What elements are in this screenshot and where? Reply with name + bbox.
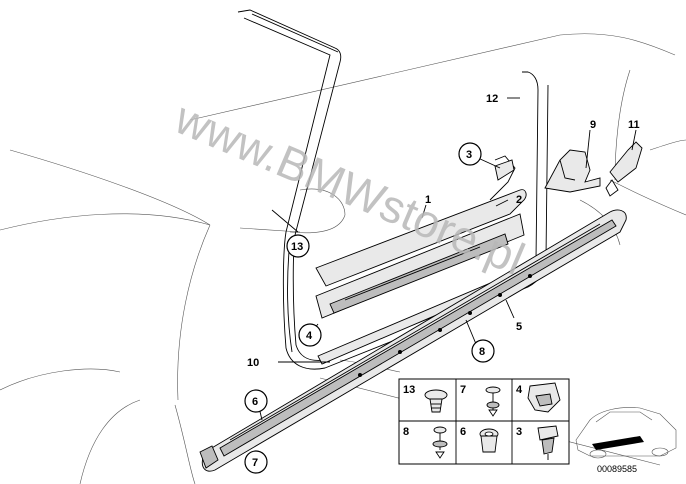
callout-1: 1 <box>425 194 431 206</box>
clip-nut-icon <box>527 382 561 413</box>
callout-11: 11 <box>628 119 640 131</box>
inset-label-6: 6 <box>460 426 466 438</box>
callout-12: 12 <box>486 93 498 105</box>
callout-6: 6 <box>252 396 258 408</box>
expanding-clip-icon <box>537 425 559 460</box>
inset-label-7: 7 <box>460 384 466 396</box>
callout-3: 3 <box>466 149 472 161</box>
callout-2: 2 <box>516 194 522 206</box>
callout-8: 8 <box>479 346 485 358</box>
callout-13: 13 <box>291 241 303 253</box>
bracket-part-9 <box>544 149 601 193</box>
push-clip-icon <box>424 389 448 413</box>
callout-7: 7 <box>252 457 258 469</box>
bracket-part-11 <box>605 141 643 197</box>
callout-5: 5 <box>516 321 522 333</box>
side-skirt <box>199 209 627 472</box>
catalog-number: 00089585 <box>597 464 637 474</box>
grommet-icon <box>479 428 499 453</box>
callout-4: 4 <box>306 330 313 342</box>
callouts: 1 2 3 4 5 6 7 8 9 10 11 12 13 <box>244 93 640 474</box>
clip-dots <box>358 274 532 377</box>
inset-label-4: 4 <box>516 384 523 396</box>
door-sill-trim <box>315 155 527 319</box>
fastener-inset: 13 7 4 8 6 3 <box>398 378 570 465</box>
callout-9: 9 <box>590 119 596 131</box>
inset-label-13: 13 <box>403 384 415 396</box>
inset-label-8: 8 <box>403 426 409 438</box>
screw-icon-2 <box>432 426 448 459</box>
car-thumbnail-icon <box>575 407 677 459</box>
screw-icon <box>485 386 501 417</box>
callout-10: 10 <box>247 357 259 369</box>
inset-label-3: 3 <box>516 426 522 438</box>
